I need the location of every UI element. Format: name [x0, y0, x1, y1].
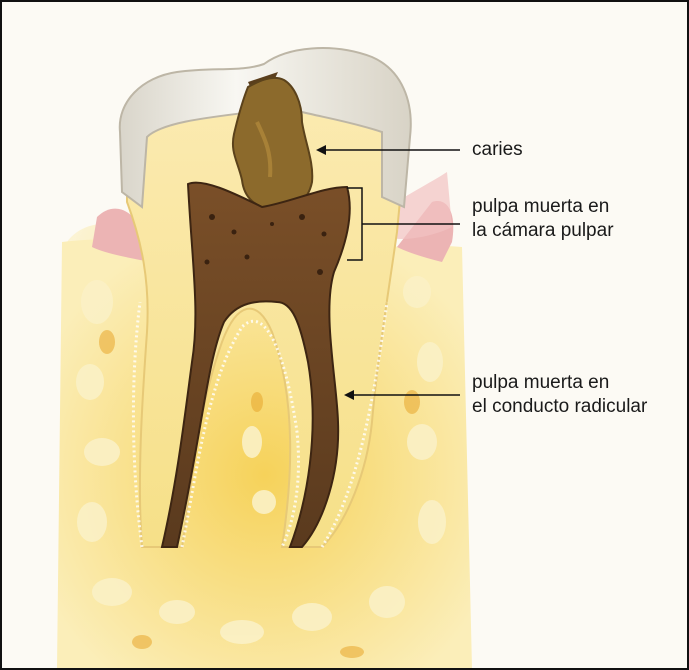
- label-caries: caries: [472, 138, 523, 162]
- label-root-canal-line-1: pulpa muerta en: [472, 371, 647, 395]
- label-pulp-chamber-line-1: pulpa muerta en: [472, 195, 614, 219]
- label-pulp-chamber-line-2: la cámara pulpar: [472, 219, 614, 243]
- label-root-canal-line-2: el conducto radicular: [472, 395, 647, 419]
- label-root-canal: pulpa muerta en el conducto radicular: [472, 371, 647, 419]
- label-caries-text: caries: [472, 138, 523, 162]
- label-pulp-chamber: pulpa muerta en la cámara pulpar: [472, 195, 614, 243]
